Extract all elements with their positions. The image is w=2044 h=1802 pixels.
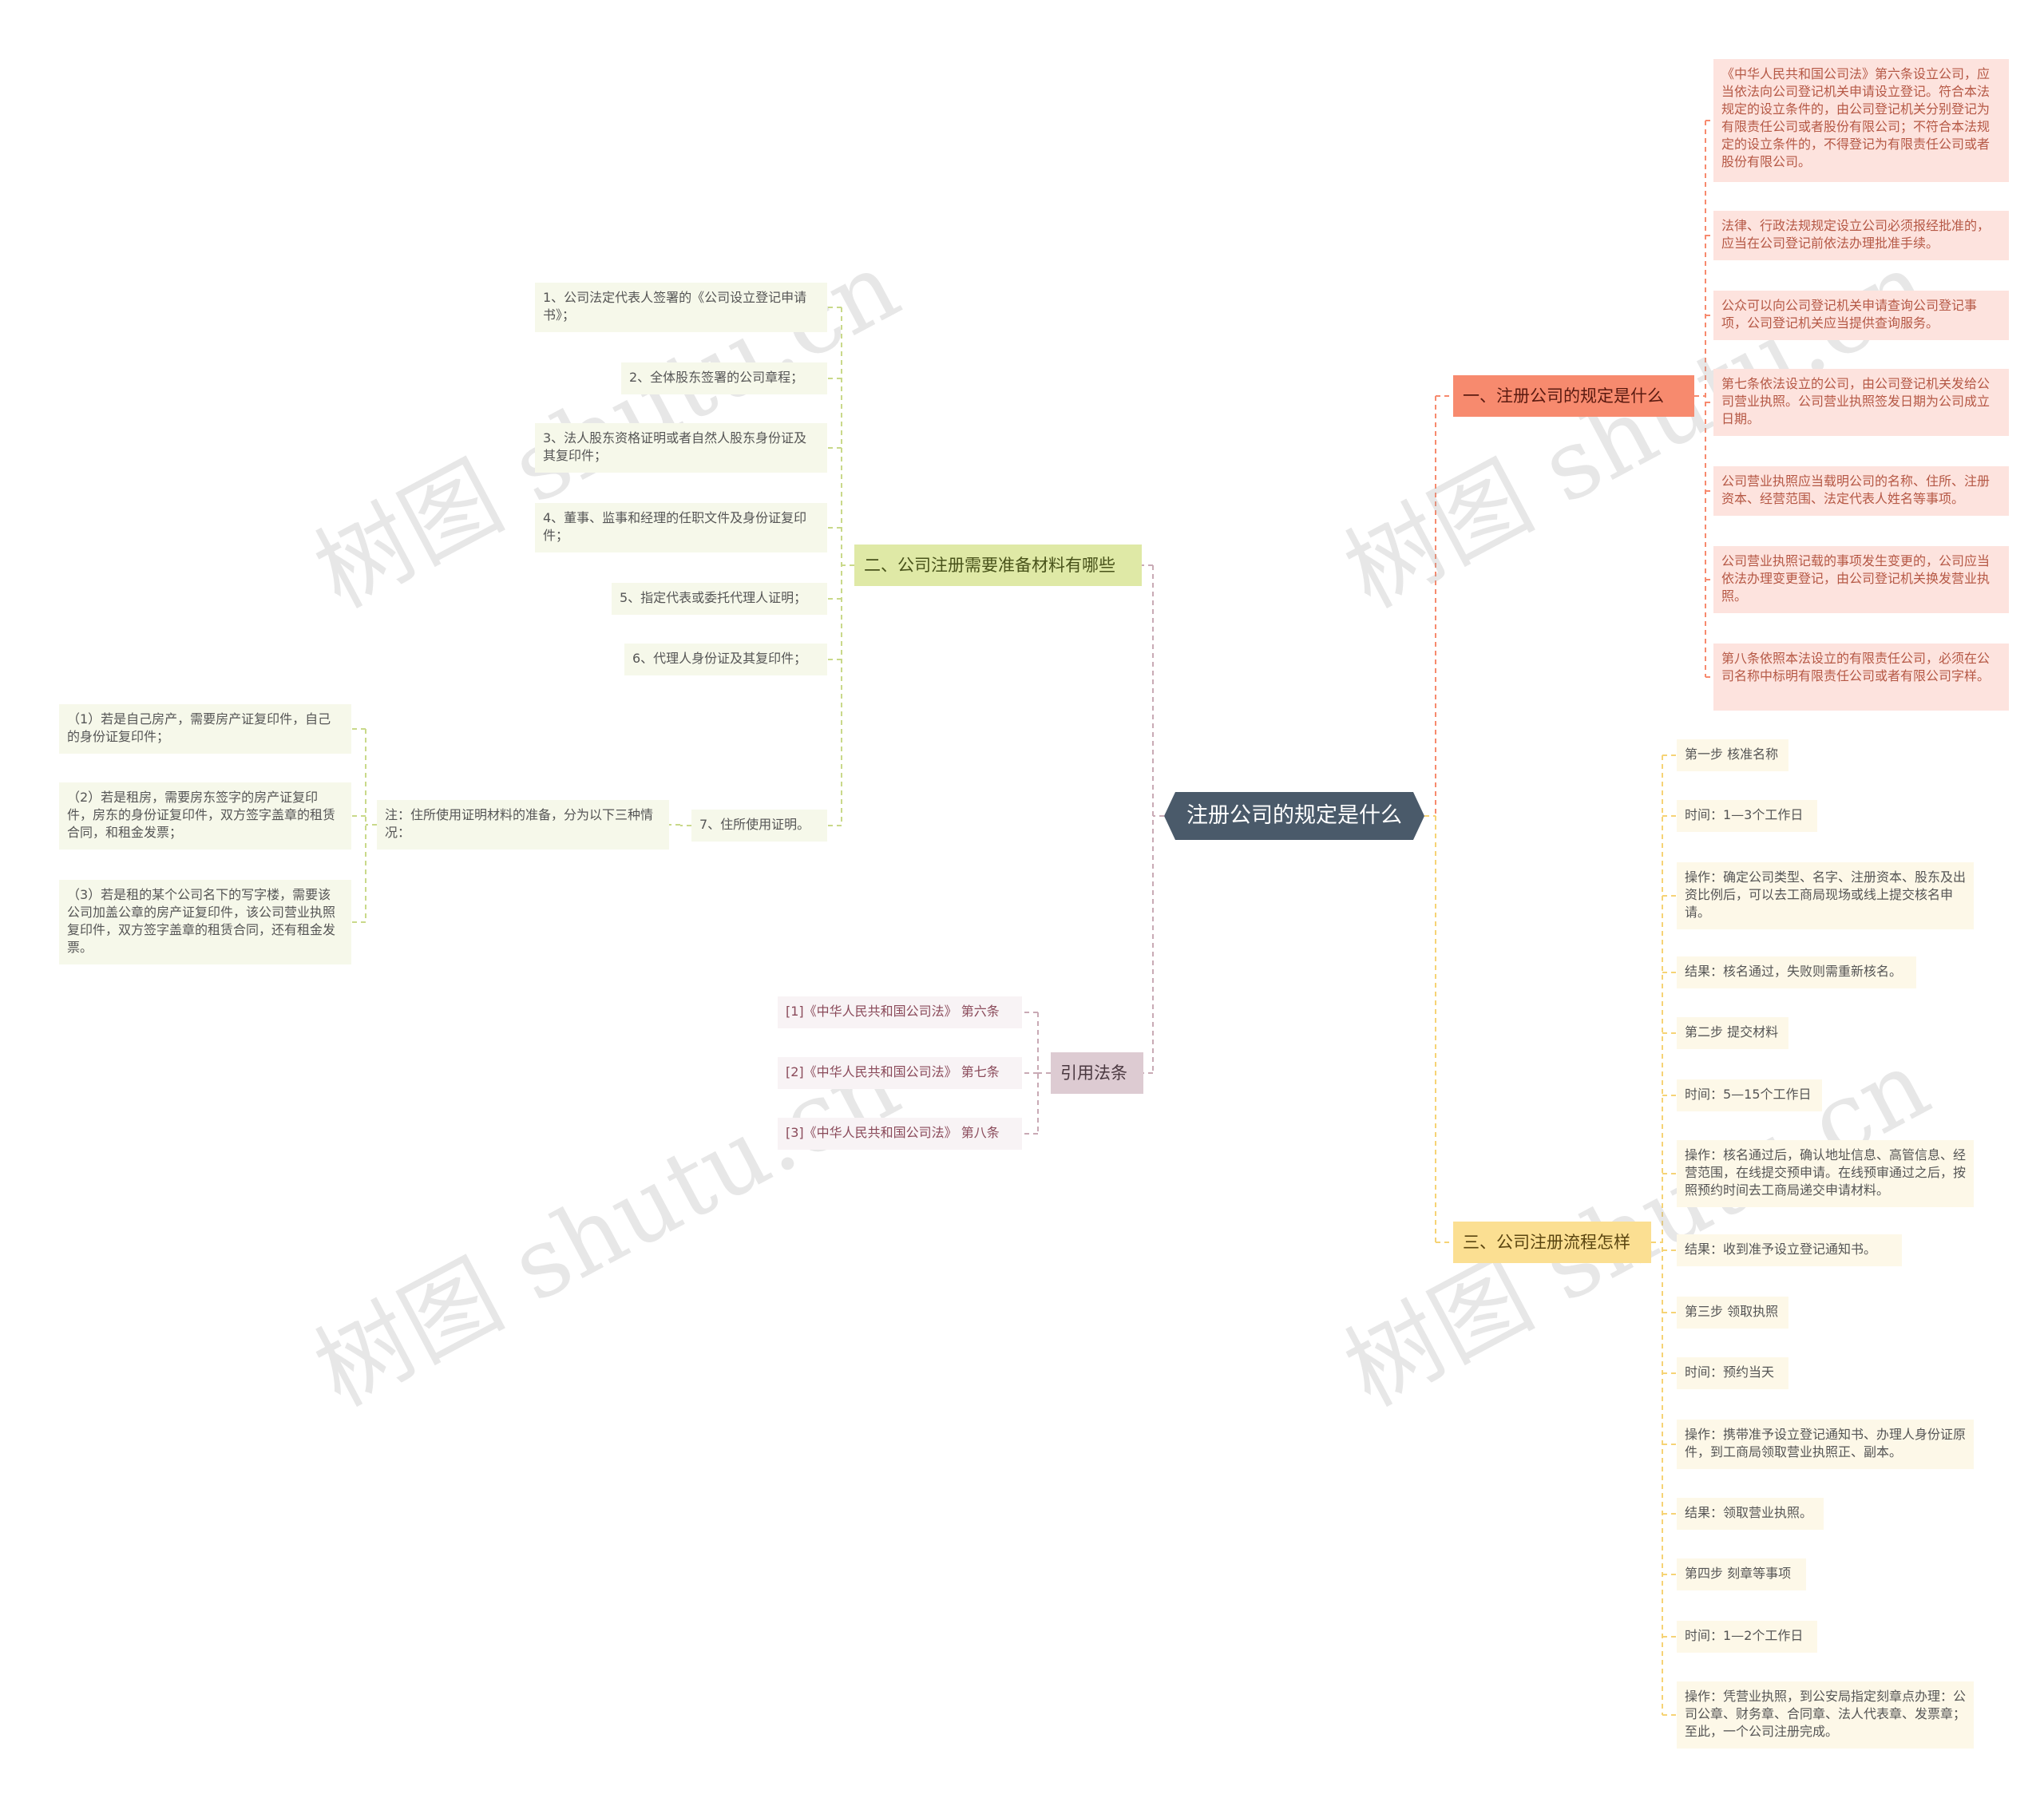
material-case[interactable]: （3）若是租的某个公司名下的写字楼，需要该公司加盖公章的房产证复印件，该公司营业… xyxy=(59,880,351,964)
process-step[interactable]: 第四步 刻章等事项 xyxy=(1677,1558,1806,1590)
process-item[interactable]: 时间：5—15个工作日 xyxy=(1677,1079,1822,1111)
branch-materials[interactable]: 二、公司注册需要准备材料有哪些 xyxy=(854,545,1142,586)
branch-regulations[interactable]: 一、注册公司的规定是什么 xyxy=(1453,375,1694,417)
citation-item[interactable]: [2]《中华人民共和国公司法》 第七条 xyxy=(778,1057,1022,1089)
material-item[interactable]: 4、董事、监事和经理的任职文件及身份证复印件； xyxy=(535,503,827,552)
regulation-item[interactable]: 第八条依照本法设立的有限责任公司，必须在公司名称中标明有限责任公司或者有限公司字… xyxy=(1713,644,2009,711)
citation-item[interactable]: [1]《中华人民共和国公司法》 第六条 xyxy=(778,996,1022,1028)
process-item[interactable]: 时间：1—3个工作日 xyxy=(1677,800,1817,832)
material-item[interactable]: 2、全体股东签署的公司章程； xyxy=(621,362,827,394)
root-topic[interactable]: 注册公司的规定是什么 xyxy=(1164,792,1424,840)
material-item[interactable]: 6、代理人身份证及其复印件； xyxy=(624,644,827,675)
material-case[interactable]: （1）若是自己房产，需要房产证复印件，自己的身份证复印件； xyxy=(59,704,351,754)
material-item[interactable]: 5、指定代表或委托代理人证明； xyxy=(612,583,827,615)
process-item[interactable]: 操作：携带准予设立登记通知书、办理人身份证原件，到工商局领取营业执照正、副本。 xyxy=(1677,1420,1974,1469)
regulation-item[interactable]: 《中华人民共和国公司法》第六条设立公司，应当依法向公司登记机关申请设立登记。符合… xyxy=(1713,59,2009,182)
material-note[interactable]: 注：住所使用证明材料的准备，分为以下三种情况： xyxy=(377,800,669,850)
material-item[interactable]: 1、公司法定代表人签署的《公司设立登记申请书》； xyxy=(535,283,827,332)
citation-item[interactable]: [3]《中华人民共和国公司法》 第八条 xyxy=(778,1118,1022,1150)
process-step[interactable]: 第一步 核准名称 xyxy=(1677,739,1788,771)
process-item[interactable]: 操作：凭营业执照，到公安局指定刻章点办理：公司公章、财务章、合同章、法人代表章、… xyxy=(1677,1681,1974,1749)
process-item[interactable]: 结果：核名通过，失败则需重新核名。 xyxy=(1677,956,1916,988)
process-item[interactable]: 时间：预约当天 xyxy=(1677,1357,1788,1389)
process-item[interactable]: 操作：核名通过后，确认地址信息、高管信息、经营范围，在线提交预申请。在线预审通过… xyxy=(1677,1140,1974,1207)
process-item[interactable]: 操作：确定公司类型、名字、注册资本、股东及出资比例后，可以去工商局现场或线上提交… xyxy=(1677,862,1974,929)
regulation-item[interactable]: 公司营业执照记载的事项发生变更的，公司应当依法办理变更登记，由公司登记机关换发营… xyxy=(1713,546,2009,613)
material-item[interactable]: 7、住所使用证明。 xyxy=(691,810,827,842)
process-item[interactable]: 结果：领取营业执照。 xyxy=(1677,1498,1824,1530)
regulation-item[interactable]: 第七条依法设立的公司，由公司登记机关发给公司营业执照。公司营业执照签发日期为公司… xyxy=(1713,369,2009,436)
branch-process[interactable]: 三、公司注册流程怎样 xyxy=(1453,1222,1651,1263)
process-item[interactable]: 结果：收到准予设立登记通知书。 xyxy=(1677,1234,1902,1266)
branch-citations[interactable]: 引用法条 xyxy=(1051,1052,1143,1094)
material-item[interactable]: 3、法人股东资格证明或者自然人股东身份证及其复印件； xyxy=(535,423,827,473)
regulation-item[interactable]: 公众可以向公司登记机关申请查询公司登记事项，公司登记机关应当提供查询服务。 xyxy=(1713,291,2009,340)
material-case[interactable]: （2）若是租房，需要房东签字的房产证复印件，房东的身份证复印件，双方签字盖章的租… xyxy=(59,782,351,850)
process-item[interactable]: 时间：1—2个工作日 xyxy=(1677,1621,1817,1653)
process-step[interactable]: 第二步 提交材料 xyxy=(1677,1017,1788,1049)
regulation-item[interactable]: 公司营业执照应当载明公司的名称、住所、注册资本、经营范围、法定代表人姓名等事项。 xyxy=(1713,466,2009,516)
regulation-item[interactable]: 法律、行政法规规定设立公司必须报经批准的，应当在公司登记前依法办理批准手续。 xyxy=(1713,211,2009,260)
process-step[interactable]: 第三步 领取执照 xyxy=(1677,1297,1788,1329)
